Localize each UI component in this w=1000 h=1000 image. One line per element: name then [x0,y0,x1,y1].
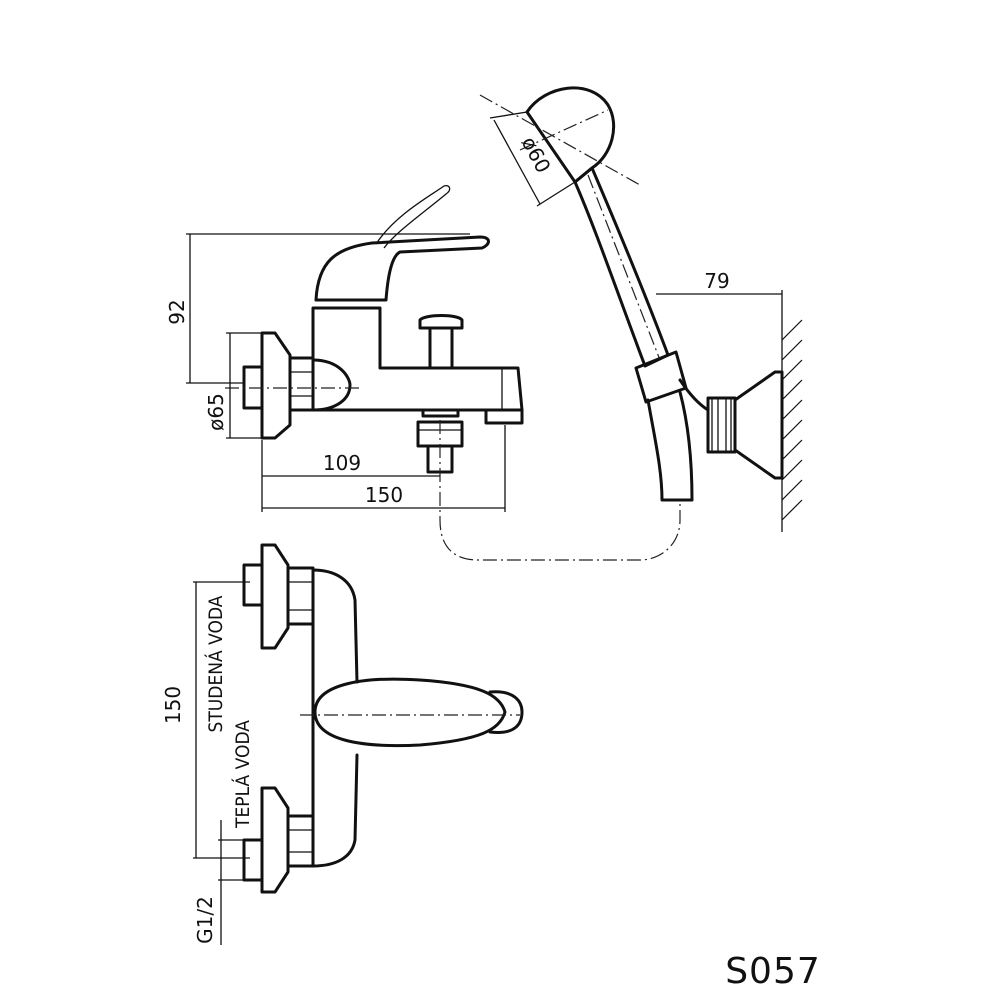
front-dimension-lines [193,581,250,945]
mixer-side-view [242,184,524,474]
dim-79: 79 [704,269,729,293]
dim-109: 109 [323,451,361,475]
dim-150-front: 150 [161,686,185,724]
model-code: S057 [725,951,821,992]
dim-thread: G1/2 [193,896,217,944]
wall [781,290,803,532]
label-hot-water: TEPLÁ VODA [231,720,254,829]
dim-60: ø60 [517,132,556,177]
dim-92: 92 [165,299,189,324]
dimension-lines [186,111,782,512]
dim-65: ø65 [204,393,228,431]
mixer-front-view [242,543,524,894]
dim-150-side: 150 [365,483,403,507]
label-cold-water: STUDENÁ VODA [204,595,227,732]
